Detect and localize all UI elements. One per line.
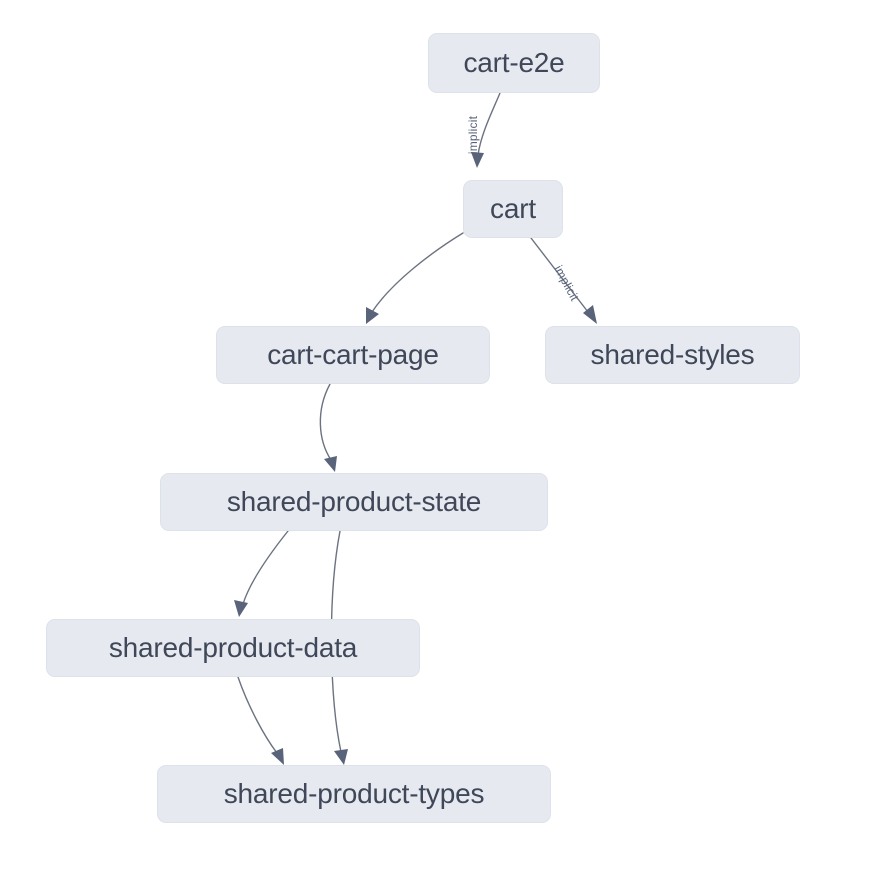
- edge-arrowhead: [583, 305, 597, 324]
- edge-arrowhead: [334, 749, 348, 765]
- edge-arrowhead: [324, 456, 337, 472]
- edge-path: [477, 92, 501, 156]
- node-cart-e2e[interactable]: cart-e2e: [428, 33, 600, 93]
- edge-path: [242, 530, 289, 605]
- edge-arrowhead: [234, 600, 248, 617]
- node-cart[interactable]: cart: [463, 180, 563, 238]
- node-label: shared-product-data: [108, 632, 358, 663]
- node-shared-product-state[interactable]: shared-product-state: [160, 473, 548, 531]
- node-shared-styles[interactable]: shared-styles: [545, 326, 800, 384]
- node-label: shared-product-state: [226, 486, 482, 517]
- node-shared-product-types[interactable]: shared-product-types: [157, 765, 551, 823]
- node-label: shared-product-types: [223, 778, 485, 809]
- node-shared-product-data[interactable]: shared-product-data: [46, 619, 420, 677]
- edge-arrowhead: [366, 307, 379, 324]
- edge-path: [237, 676, 278, 754]
- edge-cart-e2e-to-cart: implicit: [466, 92, 501, 168]
- node-label: cart-cart-page: [267, 339, 439, 370]
- edge-shared-product-state-to-shared-product-data: [234, 530, 289, 617]
- edge-path: [530, 237, 589, 313]
- edge-path: [371, 232, 464, 313]
- edge-label-implicit-2: implicit: [551, 263, 582, 304]
- edge-cart-to-cart-cart-page: [366, 232, 464, 324]
- edge-label-implicit-1: implicit: [466, 115, 480, 154]
- node-cart-cart-page[interactable]: cart-cart-page: [216, 326, 490, 384]
- edge-path: [319, 383, 332, 461]
- edge-cart-to-shared-styles: implicit: [530, 237, 597, 324]
- edge-arrowhead: [271, 748, 284, 765]
- node-label: shared-styles: [590, 339, 755, 370]
- edge-shared-product-data-to-shared-product-types: [237, 676, 284, 765]
- node-label: cart: [490, 193, 536, 224]
- node-label: cart-e2e: [463, 47, 565, 78]
- edge-arrowhead: [471, 152, 484, 168]
- edge-cart-cart-page-to-shared-product-state: [319, 383, 337, 472]
